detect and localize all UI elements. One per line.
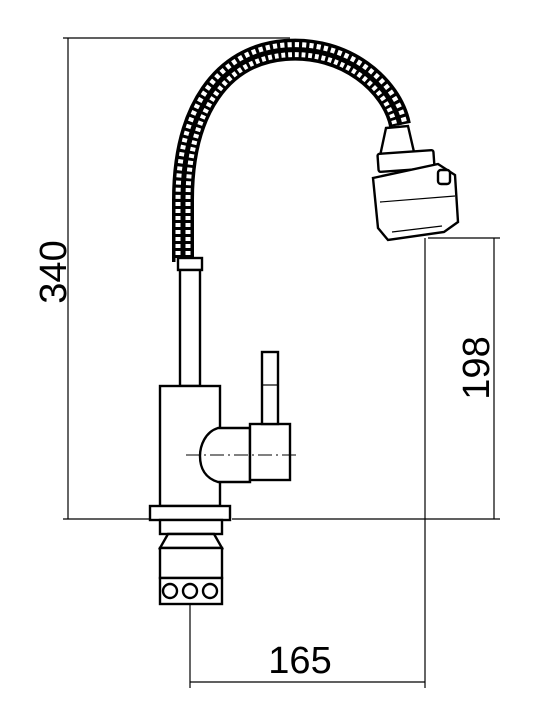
dimension-reach: 165 (189, 238, 426, 688)
hose-port-1 (161, 582, 179, 600)
lever-handle (260, 350, 280, 426)
rigid-pipe (176, 256, 204, 388)
hose-port-2 (181, 582, 199, 600)
hose-port-3 (201, 582, 219, 600)
spray-head-body (371, 162, 460, 242)
lever-base (248, 422, 292, 482)
cartridge-housing (198, 426, 252, 484)
flexible-hose (172, 38, 411, 262)
total-height-label: 340 (33, 240, 75, 303)
faucet-base (148, 504, 232, 606)
aerator-edge (391, 225, 443, 233)
dimension-total-height: 340 (33, 37, 290, 520)
base-taper (157, 532, 225, 550)
dimension-spout-height: 198 (232, 237, 500, 520)
spray-head-seam (379, 195, 456, 203)
spout-height-label: 198 (456, 336, 498, 399)
reach-label: 165 (268, 640, 331, 682)
faucet-body (158, 350, 298, 508)
base-ring (158, 518, 224, 536)
spray-mode-button (436, 168, 452, 186)
base-flange (148, 504, 232, 522)
mounting-nut (158, 546, 224, 580)
vertical-pipe (178, 268, 202, 388)
connector-block (158, 576, 224, 606)
hose-ferrule (176, 256, 204, 272)
spray-head (371, 124, 460, 242)
